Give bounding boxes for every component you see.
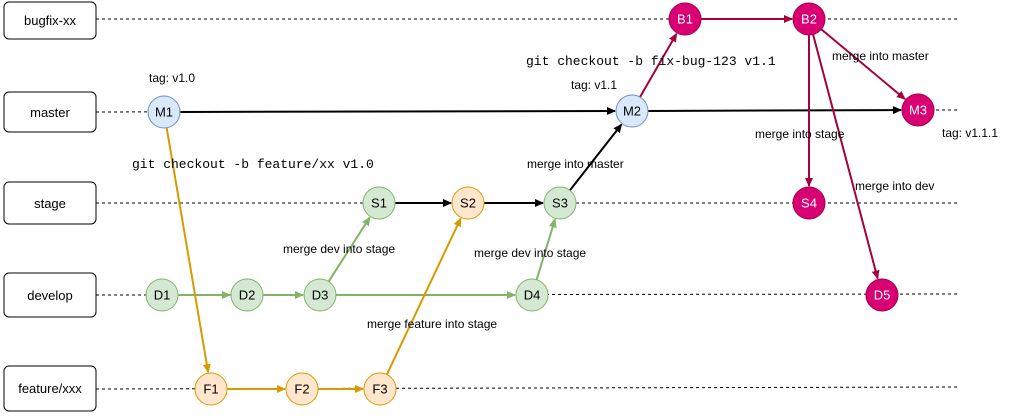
commit-circle-b1 [668,2,702,36]
lane-label-stage: stage [34,196,66,211]
edge-f3-to-s2 [385,217,462,375]
commit-node-b1: B1 [668,2,702,36]
commit-circle-d2 [230,278,264,312]
label-merge-dev-into-stage-2: merge dev into stage [474,246,586,260]
commit-circle-m1 [147,95,181,129]
commit-label-b2: B2 [801,12,817,27]
label-b2-merge-into-stage: merge into stage [755,127,845,141]
tag-v1-1: tag: v1.1 [571,78,617,92]
lane-label-develop: develop [27,288,73,303]
commit-circle-s1 [362,186,396,220]
lane-box-feature: feature/xxx [3,365,97,412]
edges [165,15,906,393]
cmd-checkout-feature: git checkout -b feature/xx v1.0 [132,157,374,172]
commit-circle-d4 [515,278,549,312]
lane-label-feature: feature/xxx [18,381,82,396]
commit-label-m1: M1 [155,105,173,120]
commit-node-s2: S2 [451,186,485,220]
commit-node-m1: M1 [147,95,181,129]
lane-box-stage: stage [3,181,97,225]
commit-label-s3: S3 [552,196,568,211]
commit-node-f3: F3 [363,372,397,406]
edge-m1-to-f1 [165,127,211,374]
commit-label-b1: B1 [677,12,693,27]
commit-label-f2: F2 [294,382,309,397]
commit-node-d1: D1 [145,278,179,312]
label-merge-into-master-s3: merge into master [527,157,624,171]
commit-label-f3: F3 [372,382,387,397]
commit-circle-d3 [303,278,337,312]
edge-s3-to-m2 [569,123,623,192]
commit-label-s4: S4 [801,196,817,211]
commit-node-d5: D5 [865,278,899,312]
lane-boxes: bugfix-xx master stage develop feature/x… [3,1,97,412]
commit-circle-s2 [451,186,485,220]
cmd-checkout-fixbug: git checkout -b fix-bug-123 v1.1 [526,54,776,69]
tag-v1-1-1: tag: v1.1.1 [942,126,998,140]
commit-circle-f1 [194,372,228,406]
tag-v1-0: tag: v1.0 [149,71,195,85]
commit-node-d2: D2 [230,278,264,312]
lane-label-master: master [30,105,70,120]
commit-node-s1: S1 [362,186,396,220]
edge-d3-to-s1 [327,216,371,283]
commit-label-d5: D5 [874,288,891,303]
commit-label-m2: M2 [623,104,641,119]
commit-node-f2: F2 [285,372,319,406]
commit-circle-m3 [901,93,935,127]
label-merge-dev-into-stage-1: merge dev into stage [283,242,395,256]
lane-label-bugfix: bugfix-xx [24,13,77,28]
commit-node-m3: M3 [901,93,935,127]
commit-circle-b2 [792,2,826,36]
commit-circle-s3 [543,186,577,220]
edge-m1-to-m2 [179,107,617,116]
commit-circle-f3 [363,372,397,406]
commit-label-s2: S2 [460,196,476,211]
edge-b2-to-d5 [812,34,880,280]
label-b2-merge-into-master: merge into master [832,49,929,63]
commit-label-m3: M3 [909,103,927,118]
commit-node-b2: B2 [792,2,826,36]
commit-node-m2: M2 [615,94,649,128]
edge-b2-to-m3 [820,28,906,100]
commit-label-d2: D2 [239,288,256,303]
commit-node-f1: F1 [194,372,228,406]
commit-label-d3: D3 [312,288,329,303]
commit-node-d3: D3 [303,278,337,312]
commit-label-f1: F1 [203,382,218,397]
label-b2-merge-into-dev: merge into dev [855,179,934,193]
lane-box-master: master [3,91,97,133]
edge-m2-to-b1 [639,32,678,98]
edge-d4-to-s3 [535,218,557,280]
commit-circle-s4 [792,186,826,220]
label-merge-feature-into-stage: merge feature into stage [367,317,497,331]
lane-box-bugfix: bugfix-xx [3,1,97,40]
commit-label-s1: S1 [371,196,387,211]
commit-node-s4: S4 [792,186,826,220]
commit-circle-d1 [145,278,179,312]
commit-label-d4: D4 [524,288,541,303]
commit-circle-f2 [285,372,319,406]
commit-node-s3: S3 [543,186,577,220]
annotations: tag: v1.0 tag: v1.1 tag: v1.1.1 git chec… [132,49,998,331]
commit-label-d1: D1 [154,288,171,303]
lane-box-develop: develop [3,272,97,318]
commit-circle-m2 [615,94,649,128]
commit-circle-d5 [865,278,899,312]
edge-m2-to-m3 [647,106,903,115]
commit-node-d4: D4 [515,278,549,312]
